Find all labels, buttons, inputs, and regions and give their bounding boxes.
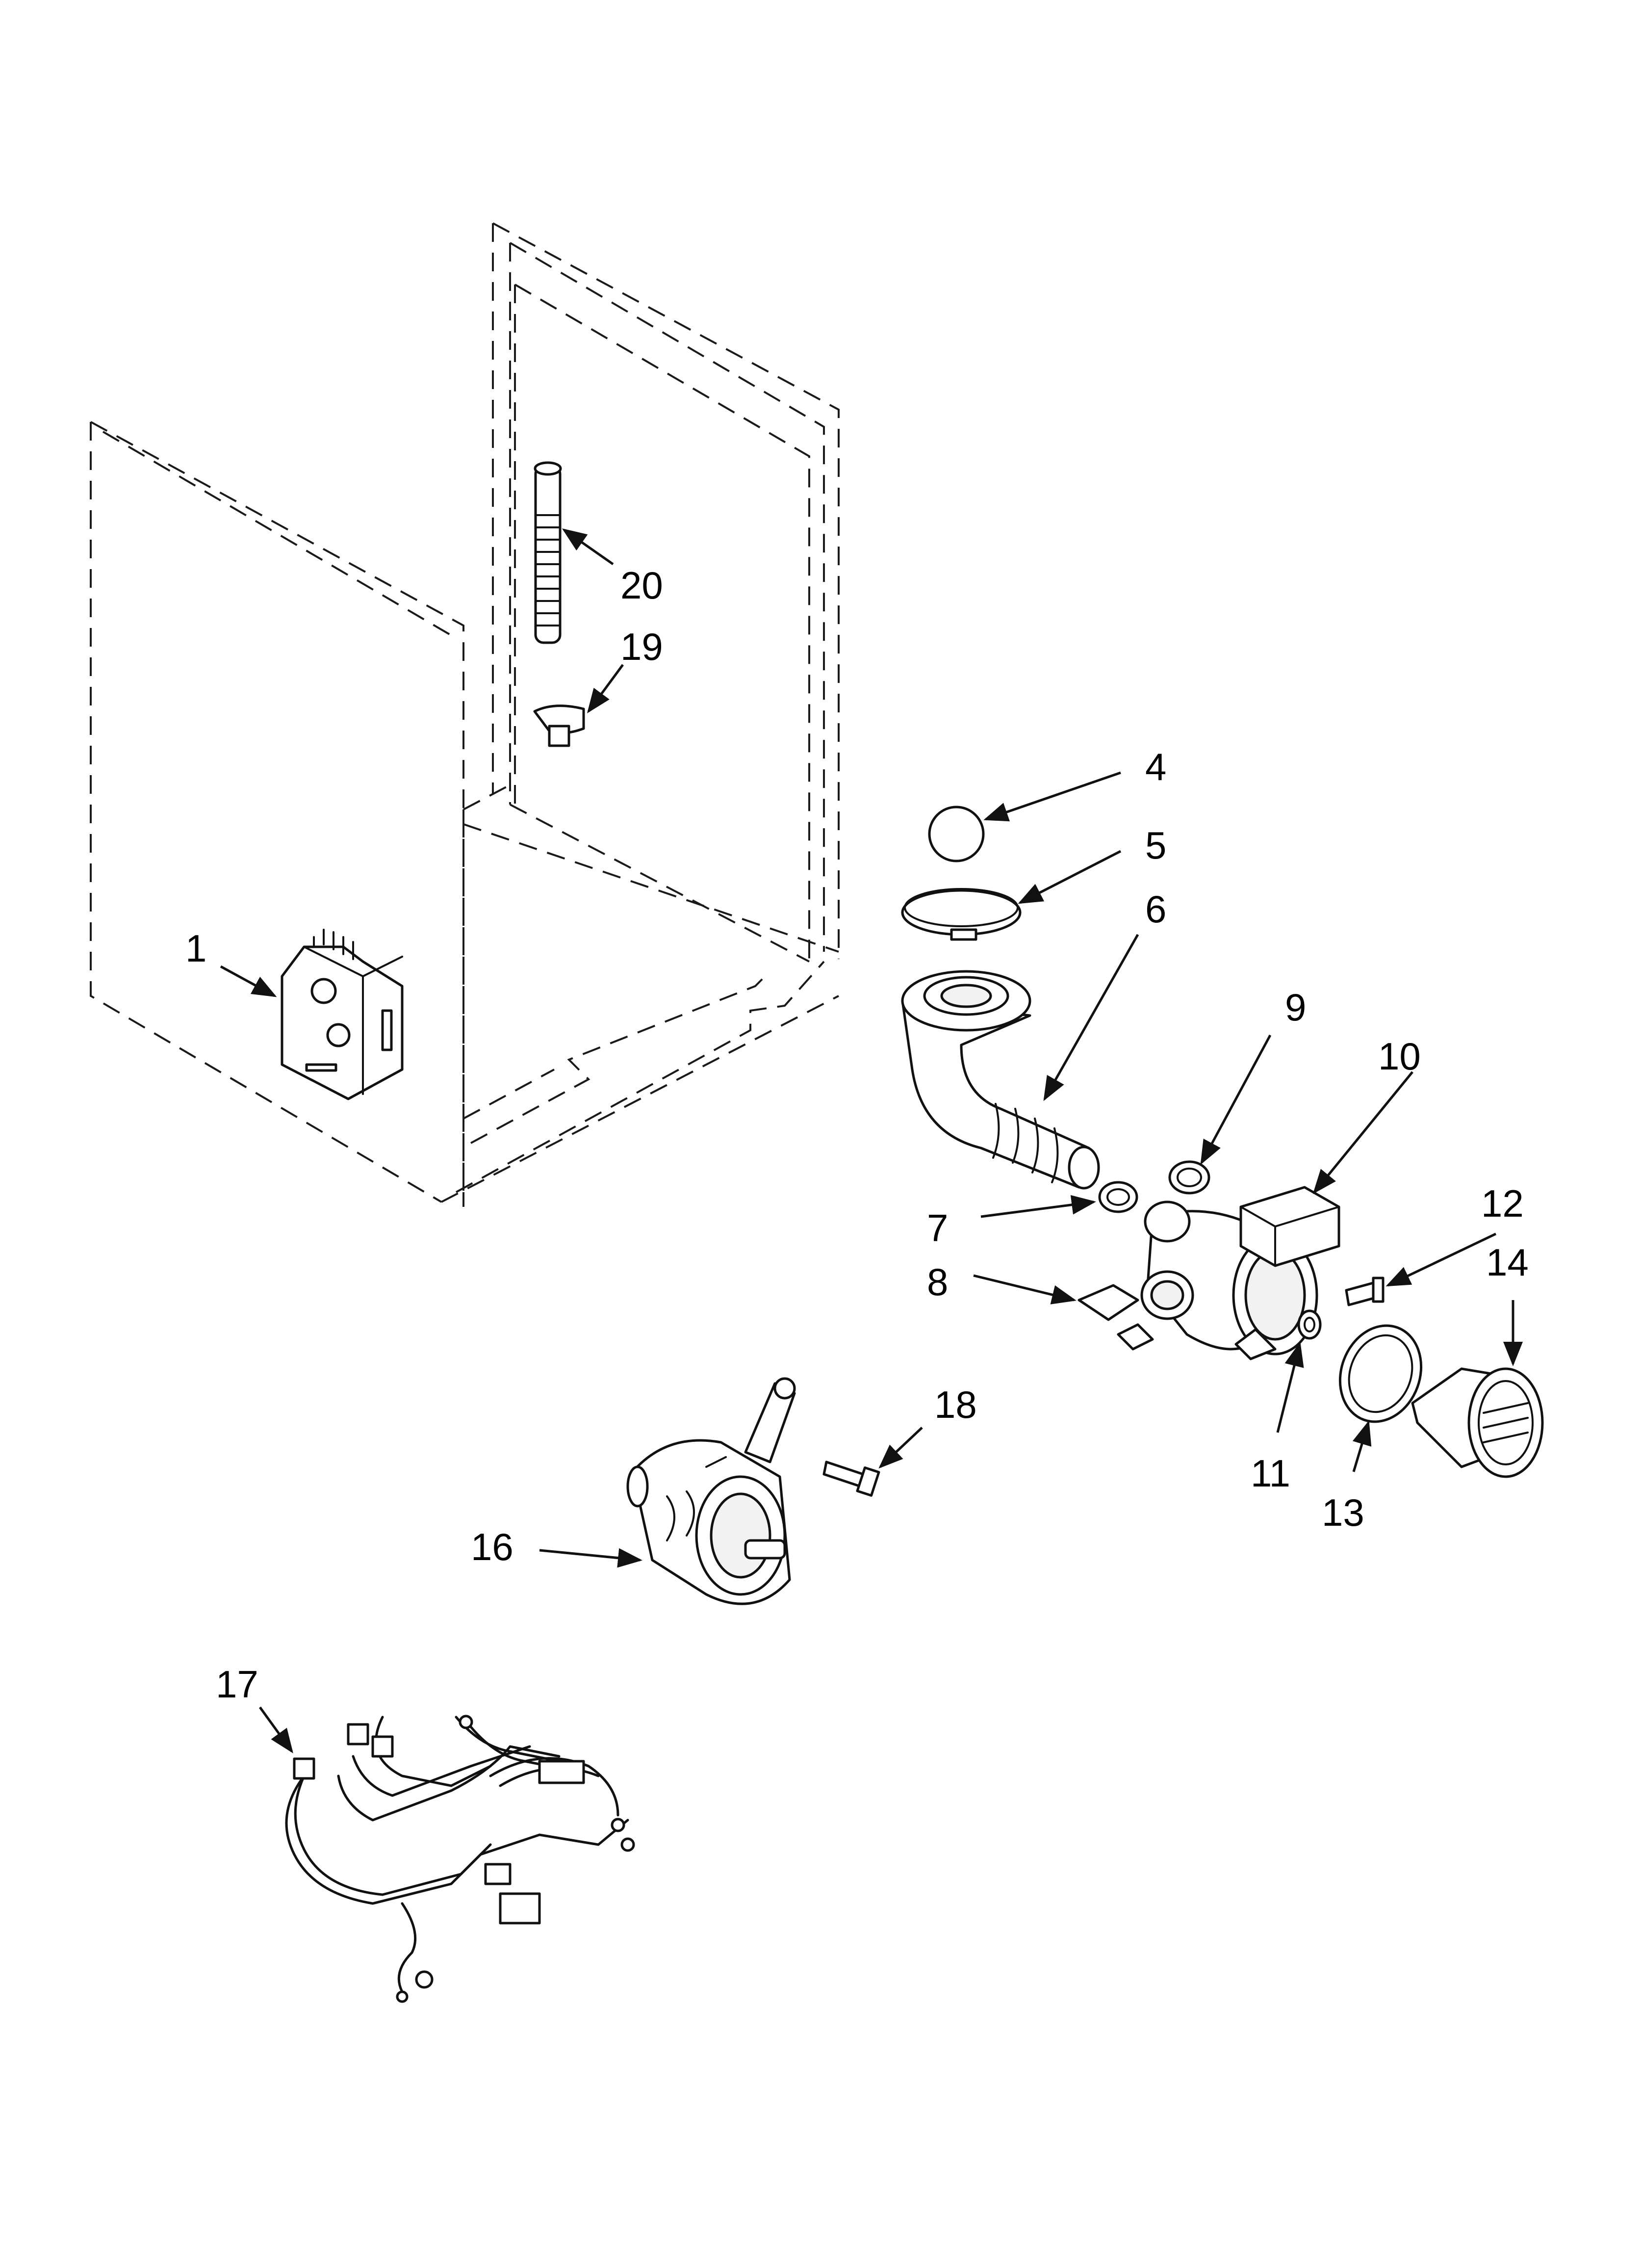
callout-5: 5 xyxy=(1145,824,1166,867)
part-1-module xyxy=(281,929,404,1100)
callout-20: 20 xyxy=(620,564,663,607)
callout-labels: 1 4 5 6 7 8 9 10 11 12 13 14 16 17 18 19… xyxy=(185,564,1529,1706)
callout-18: 18 xyxy=(934,1383,977,1426)
part-14-filter xyxy=(1411,1367,1544,1478)
part-19-clip xyxy=(533,704,585,747)
callout-8: 8 xyxy=(927,1260,948,1303)
callout-19: 19 xyxy=(620,625,663,668)
callout-9: 9 xyxy=(1285,986,1306,1029)
cabinet-outline xyxy=(90,222,840,1207)
callout-6: 6 xyxy=(1145,887,1166,931)
callout-10: 10 xyxy=(1378,1035,1421,1078)
callout-7: 7 xyxy=(927,1206,948,1250)
part-8-bracket xyxy=(1078,1284,1139,1321)
part-10-pump xyxy=(1117,1186,1340,1360)
callout-1: 1 xyxy=(185,927,206,970)
part-7-clamp xyxy=(1098,1181,1138,1213)
leader-lines xyxy=(220,528,1523,1754)
callout-13: 13 xyxy=(1322,1491,1364,1534)
part-16-motor xyxy=(626,1377,796,1605)
callout-11: 11 xyxy=(1251,1452,1290,1495)
callout-17: 17 xyxy=(216,1663,258,1706)
part-6-sump-hose xyxy=(901,970,1100,1190)
part-5-clamp xyxy=(901,888,1022,941)
part-17-wire-harness xyxy=(285,1715,635,2003)
part-11-washer xyxy=(1297,1309,1322,1340)
part-13-seal-ring xyxy=(1338,1324,1423,1423)
part-18-screw xyxy=(822,1460,880,1497)
callout-16: 16 xyxy=(471,1525,513,1568)
part-4-ball xyxy=(928,806,985,862)
part-12-screw xyxy=(1345,1277,1385,1306)
callout-12: 12 xyxy=(1481,1182,1524,1225)
part-9-clamp xyxy=(1168,1160,1210,1195)
part-20-hose xyxy=(534,461,562,644)
callout-14: 14 xyxy=(1486,1241,1529,1284)
callout-4: 4 xyxy=(1145,745,1166,788)
